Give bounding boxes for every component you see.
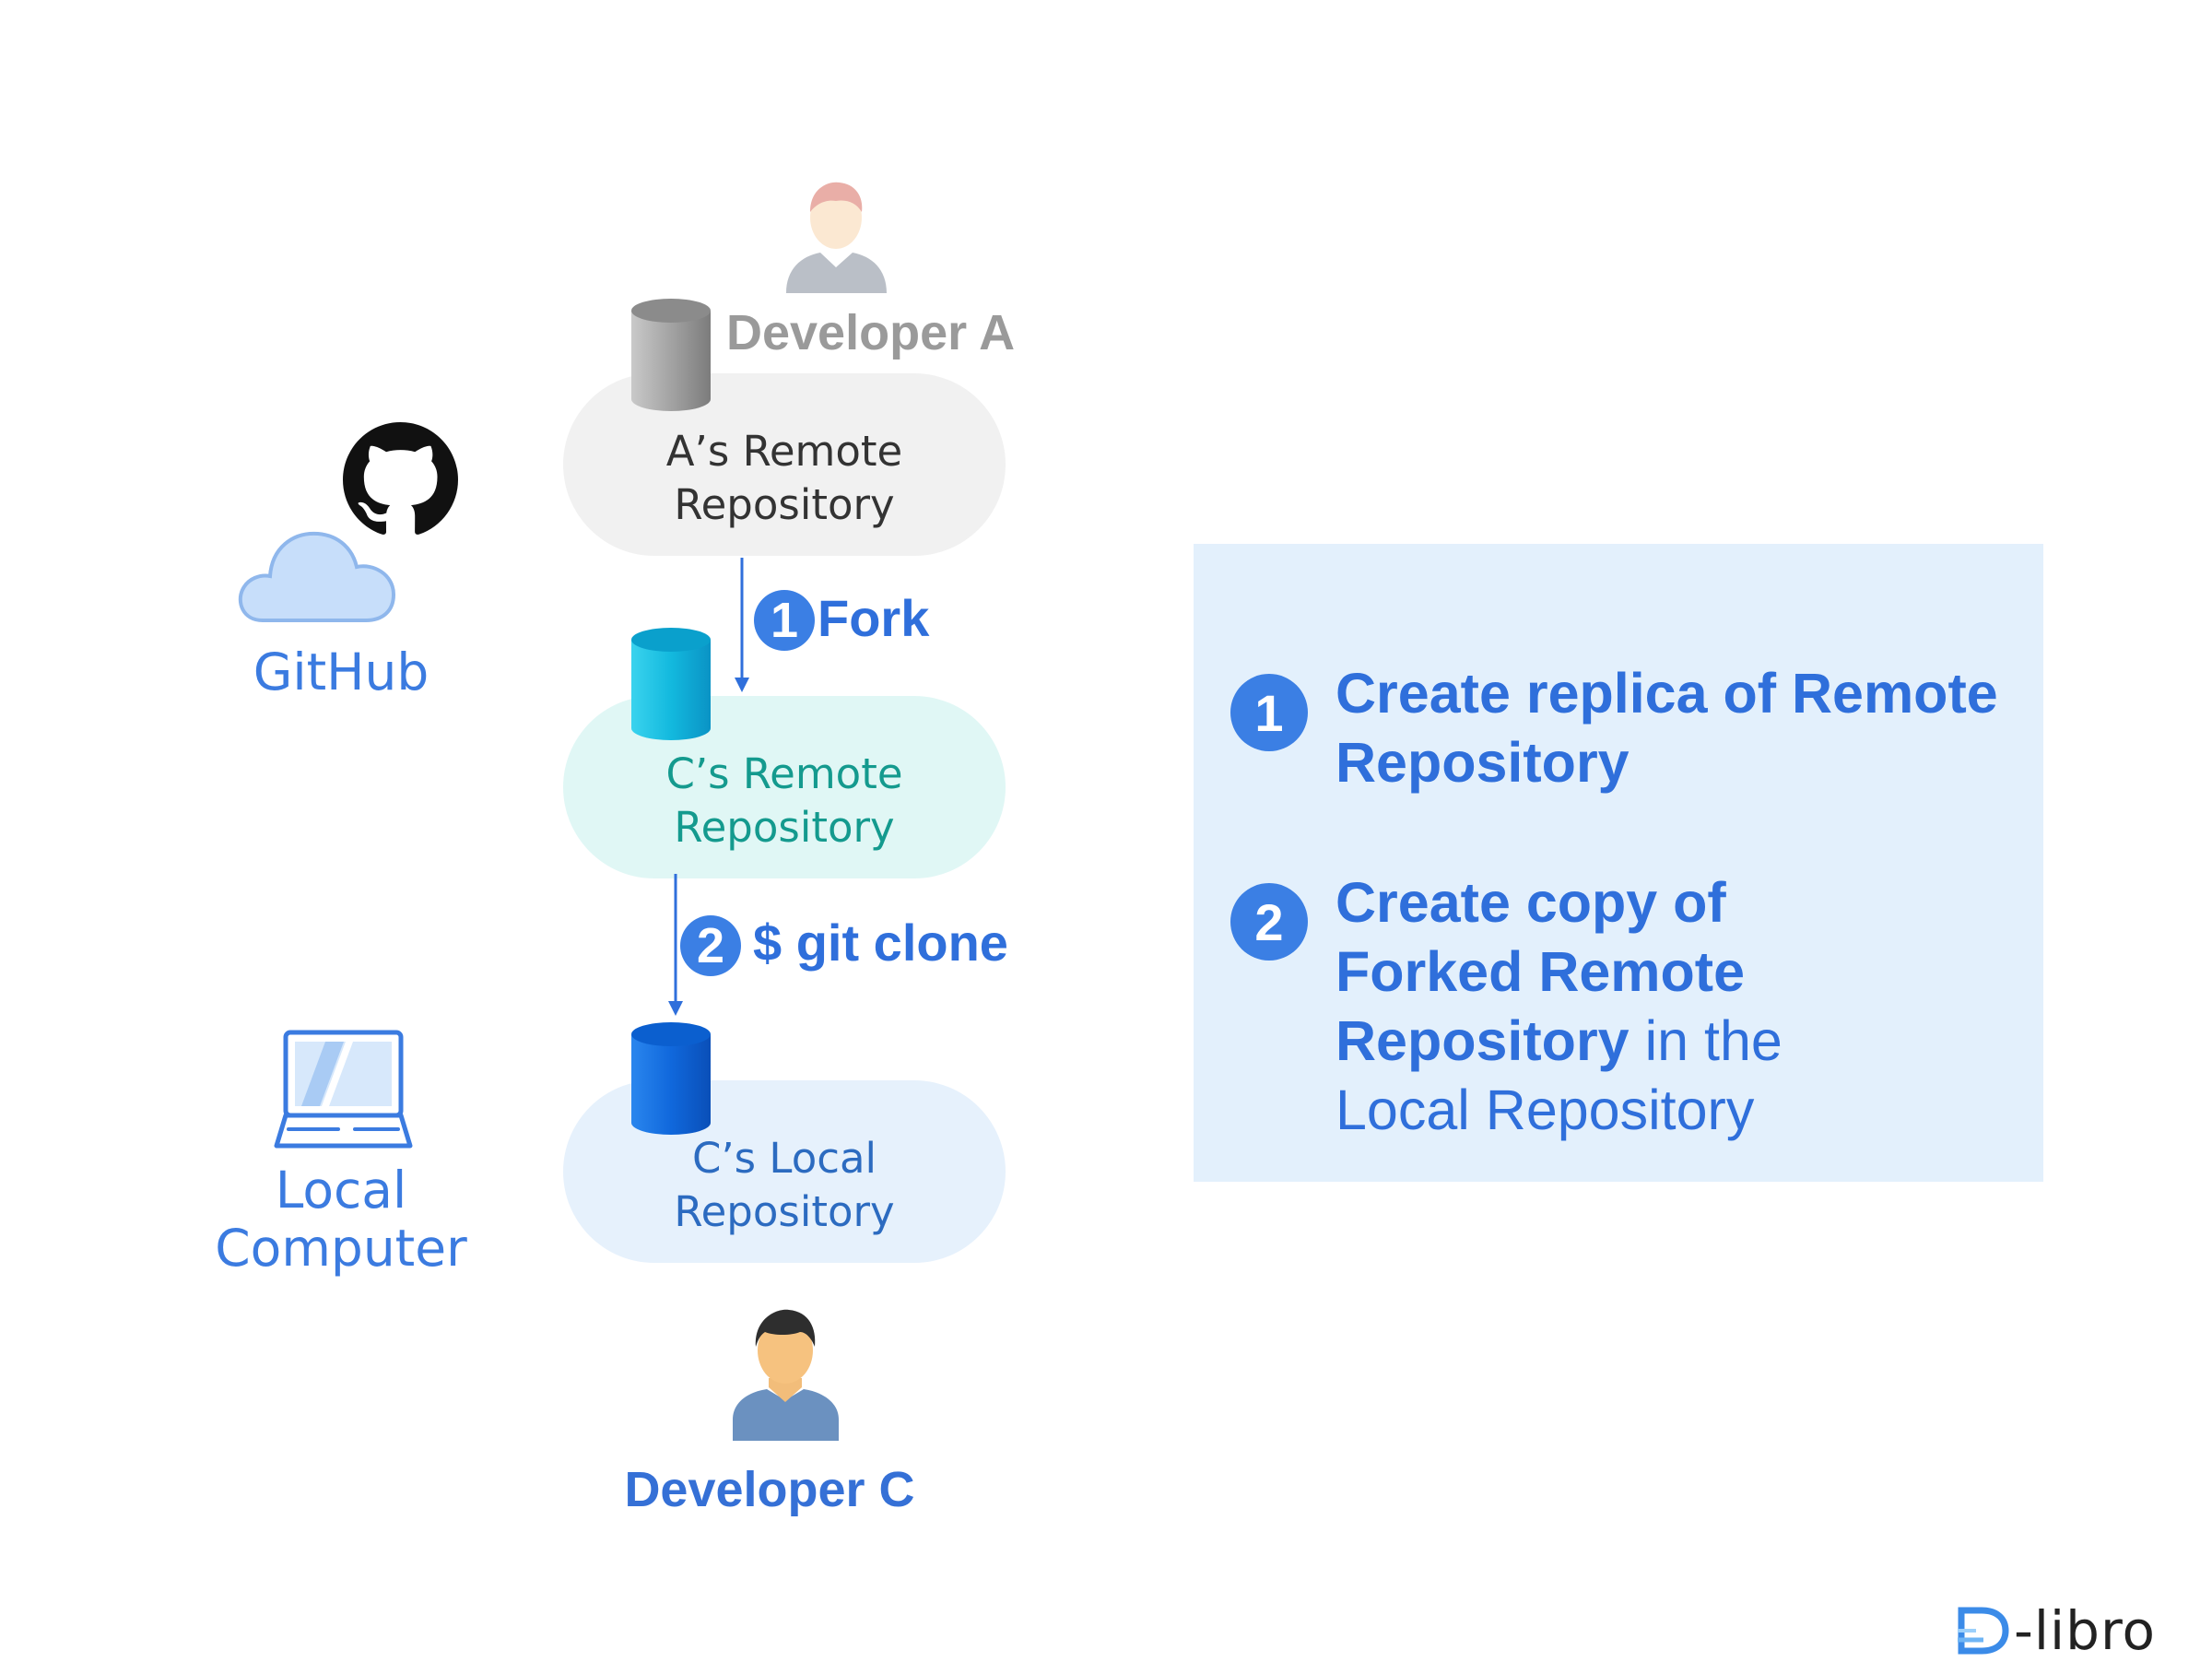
- local-computer-label-line1: Local: [275, 1161, 407, 1220]
- a-remote-repository-line2: Repository: [674, 480, 895, 529]
- git-clone-arrow: [668, 874, 683, 1016]
- cloud-icon: [238, 531, 396, 622]
- step-2-badge: 2: [680, 915, 741, 976]
- d-libro-logo-text: -libro: [2014, 1599, 2157, 1662]
- c-local-repository-line1: C’s Local: [691, 1134, 877, 1184]
- developer-a-person-icon: [786, 182, 887, 293]
- c-local-database-icon: [631, 1022, 711, 1135]
- git-clone-label: $ git clone: [753, 914, 1008, 972]
- developer-a-label: Developer A: [726, 305, 1016, 360]
- panel-item-1-text: Create replica of Remote Repository: [1335, 659, 1999, 797]
- local-computer-label-line2: Computer: [215, 1219, 467, 1279]
- local-computer-label: Local Computer: [212, 1161, 470, 1279]
- c-remote-database-icon: [631, 628, 711, 740]
- a-database-icon: [631, 299, 711, 411]
- a-remote-repository-line1: A’s Remote: [665, 427, 903, 477]
- panel-item-2-normal-text: in the Local Repository: [1335, 1009, 1783, 1142]
- panel-item-1: 1 Create replica of Remote Repository: [1230, 659, 1999, 797]
- fork-arrow: [735, 558, 749, 692]
- laptop-icon: [274, 1030, 413, 1149]
- developer-c-label: Developer C: [624, 1462, 915, 1517]
- panel-item-1-badge: 1: [1230, 674, 1308, 751]
- github-label: GitHub: [253, 642, 429, 701]
- fork-label: Fork: [818, 589, 930, 647]
- c-remote-repository-line2: Repository: [674, 803, 895, 852]
- c-local-repository-line2: Repository: [674, 1187, 895, 1236]
- d-libro-logo-icon: [1958, 1607, 2009, 1655]
- panel-item-2-badge: 2: [1230, 883, 1308, 961]
- c-remote-repository-line1: C’s Remote: [665, 749, 903, 799]
- github-icon: [343, 422, 458, 535]
- panel-item-2: 2 Create copy of Forked Remote Repositor…: [1230, 868, 1925, 1145]
- panel-item-2-bold-text: Create copy of Forked Remote Repository: [1335, 871, 1746, 1073]
- step-1-badge: 1: [754, 590, 815, 651]
- panel-item-1-bold-text: Create replica of Remote Repository: [1335, 662, 1998, 795]
- info-panel: 1 Create replica of Remote Repository 2 …: [1194, 544, 2043, 1182]
- developer-c-person-icon: [733, 1309, 839, 1441]
- panel-item-2-text: Create copy of Forked Remote Repository …: [1335, 868, 1925, 1145]
